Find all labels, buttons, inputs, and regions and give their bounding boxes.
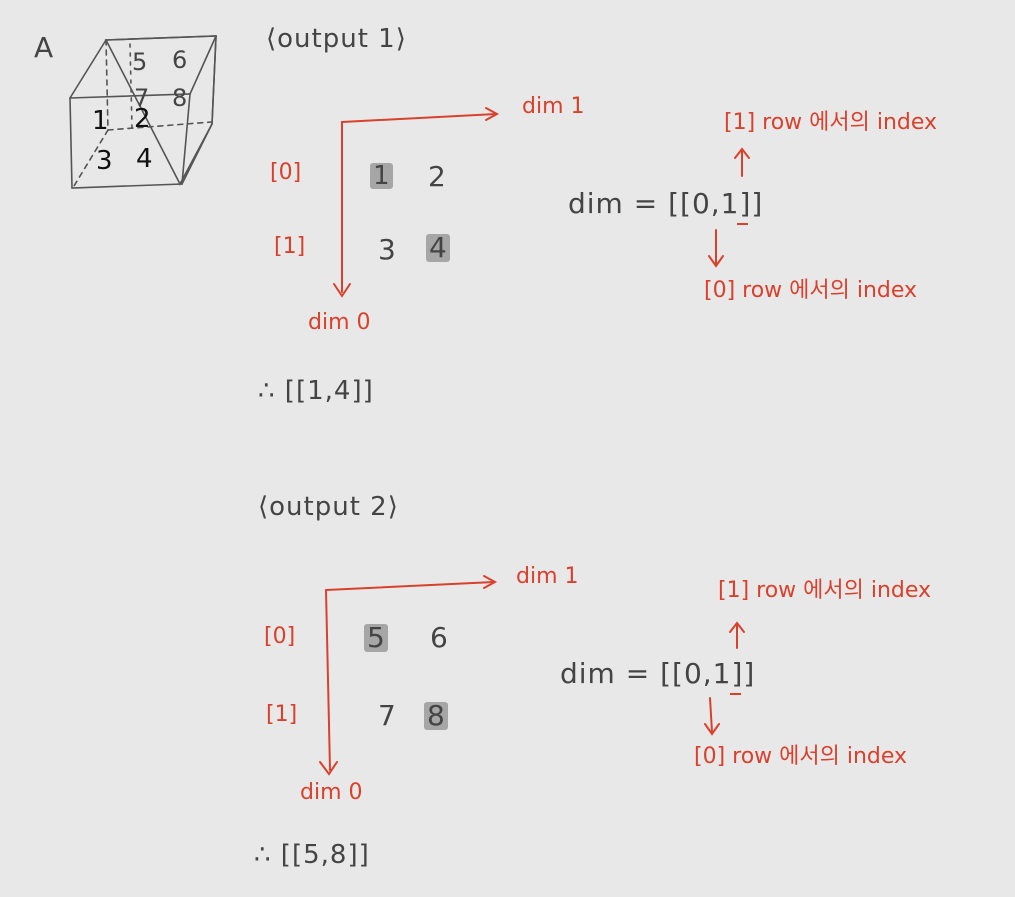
section-2-axes [319, 575, 745, 776]
cube-drawing [69, 35, 217, 189]
cube-front-top-right: 2 [134, 104, 151, 134]
output-1-up-note: [1] row 에서의 index [724, 110, 938, 135]
output-1-row1-label: [1] [274, 234, 306, 259]
output-2-dim0-label: dim 0 [300, 780, 363, 805]
output-2-down-note: [0] row 에서의 index [694, 744, 908, 769]
output-2-heading: ⟨output 2⟩ [258, 492, 399, 522]
cube-back-top-right: 6 [172, 46, 188, 74]
output-2-cell-1-0: 7 [378, 699, 396, 732]
output-1-cell-1-1: 4 [426, 234, 450, 262]
cube-label: A [34, 31, 54, 64]
cube-back-bottom-right: 8 [172, 84, 188, 112]
cube-front-top-left: 1 [92, 106, 109, 136]
output-2-dim1-label: dim 1 [516, 564, 579, 589]
output-2-cell-0-0: 5 [364, 624, 388, 652]
output-2-result: ∴ [[5,8]] [254, 840, 370, 870]
section-1-axes [333, 107, 750, 298]
output-1-result: ∴ [[1,4]] [258, 376, 374, 406]
output-1-dim0-label: dim 0 [308, 310, 371, 335]
output-1-row0-label: [0] [270, 160, 302, 185]
output-1-down-note: [0] row 에서의 index [704, 278, 918, 303]
cube-back-top-left: 5 [132, 48, 148, 76]
output-2-cell-0-1: 6 [430, 621, 448, 654]
output-1-cell-0-0: 1 [370, 163, 393, 189]
output-2-row1-label: [1] [266, 702, 298, 727]
cube-front-bottom-left: 3 [96, 146, 113, 176]
output-1-cell-1-0: 3 [378, 233, 396, 266]
cube-back-bottom-left: 7 [134, 84, 150, 112]
output-1-dim-equation: dim = [[0,1]] [568, 187, 764, 220]
output-1-heading: ⟨output 1⟩ [266, 24, 407, 54]
output-1-dim1-label: dim 1 [522, 94, 585, 119]
output-2-cell-1-1: 8 [424, 702, 448, 730]
cube-front-bottom-right: 4 [136, 144, 153, 174]
output-2-dim-equation: dim = [[0,1]] [560, 657, 756, 690]
output-2-up-note: [1] row 에서의 index [718, 578, 932, 603]
output-2-row0-label: [0] [264, 624, 296, 649]
output-1-cell-0-1: 2 [428, 160, 446, 193]
